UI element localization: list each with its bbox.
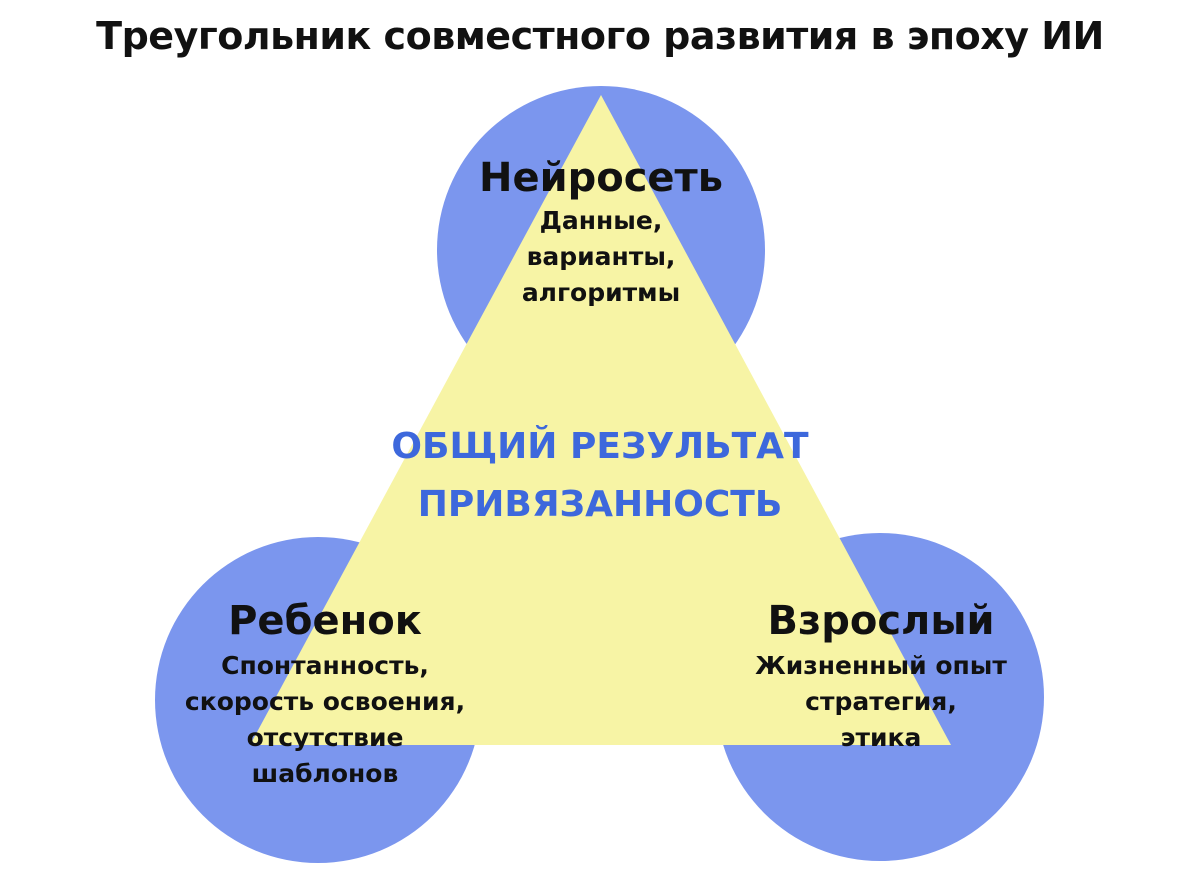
diagram-title: Треугольник совместного развития в эпоху…	[96, 14, 1104, 58]
desc-line: Спонтанность,	[221, 651, 429, 680]
node-desc: Данные, варианты, алгоритмы	[451, 203, 751, 311]
node-desc: Спонтанность, скорость освоения, отсутст…	[150, 648, 500, 792]
desc-line: варианты,	[526, 242, 676, 271]
desc-line: Жизненный опыт	[755, 651, 1007, 680]
node-title: Ребенок	[228, 598, 422, 644]
node-title: Нейросеть	[478, 155, 724, 201]
node-child: Ребенок Спонтанность, скорость освоения,…	[150, 598, 500, 792]
desc-line: шаблонов	[251, 759, 399, 788]
center-line: ПРИВЯЗАННОСТЬ	[417, 484, 783, 525]
center-result: ОБЩИЙ РЕЗУЛЬТАТ ПРИВЯЗАННОСТЬ	[300, 418, 900, 534]
center-line: ОБЩИЙ РЕЗУЛЬТАТ	[391, 426, 809, 467]
triangle	[250, 95, 951, 745]
desc-line: этика	[840, 723, 922, 752]
desc-line: отсутствие	[246, 723, 404, 752]
desc-line: алгоритмы	[521, 278, 681, 307]
desc-line: скорость освоения,	[184, 687, 466, 716]
node-adult: Взрослый Жизненный опыт стратегия, этика	[706, 598, 1056, 756]
node-neural-network: Нейросеть Данные, варианты, алгоритмы	[451, 155, 751, 311]
node-desc: Жизненный опыт стратегия, этика	[706, 648, 1056, 756]
node-title: Взрослый	[767, 598, 995, 644]
desc-line: Данные,	[539, 206, 663, 235]
desc-line: стратегия,	[805, 687, 957, 716]
